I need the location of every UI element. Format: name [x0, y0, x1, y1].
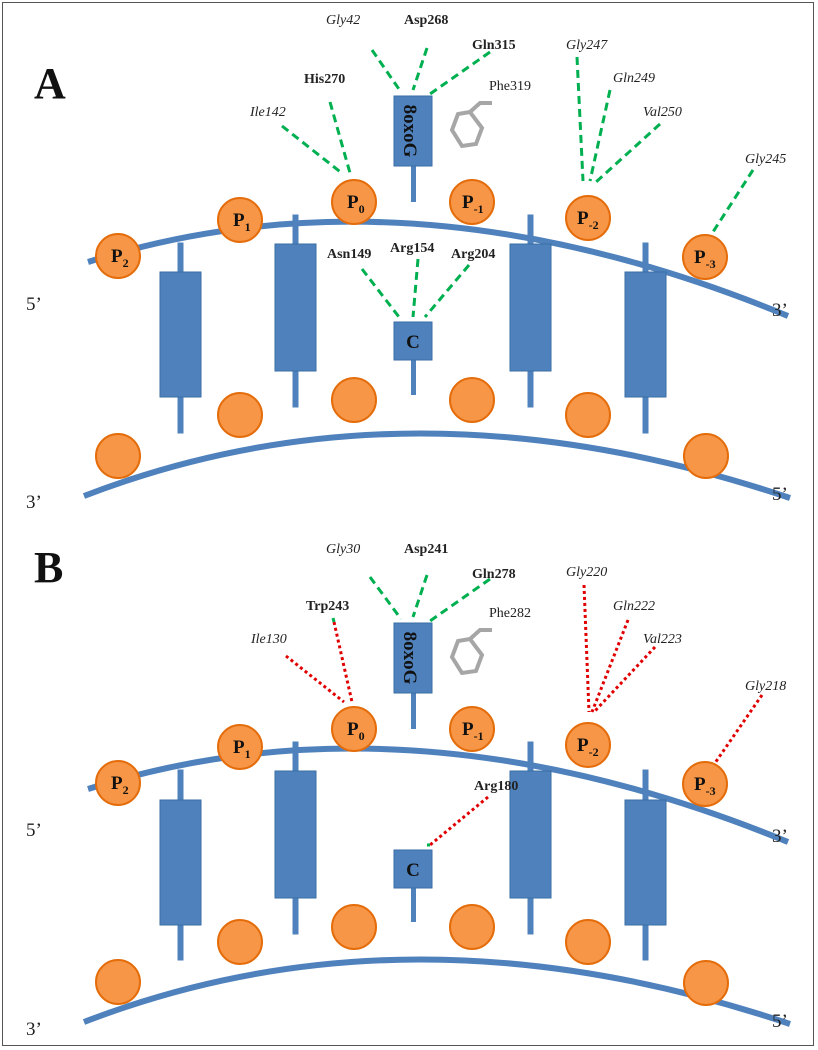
end-label: 5’ [772, 484, 788, 505]
residue-label: Gly30 [326, 542, 360, 557]
phosphate-p1: P1 [217, 724, 263, 770]
panel-label: A [34, 59, 66, 108]
end-label: 5’ [26, 294, 42, 315]
phosphate-p1: P1 [217, 197, 263, 243]
svg-text:P-3: P-3 [694, 774, 716, 798]
residue-label: Val250 [643, 105, 682, 120]
residue-label: Asp268 [404, 13, 448, 28]
residue-label: Trp243 [306, 599, 349, 614]
phosphate-bottom-strand [95, 377, 729, 479]
bottom-strand-backbone [82, 430, 791, 501]
contact-lines [281, 47, 755, 318]
residue-label: Asp241 [404, 542, 448, 557]
residue-label: Gly247 [566, 38, 608, 53]
cytosine-label: C [406, 860, 420, 881]
phosphate-p-1: P-1 [449, 179, 495, 225]
phenylalanine-ring-icon [449, 628, 492, 676]
residue-label: His270 [304, 72, 345, 87]
svg-text:P-1: P-1 [462, 719, 484, 743]
end-label: 3’ [772, 300, 788, 321]
phosphate-bottom-strand [95, 904, 729, 1006]
residue-label: Gly42 [326, 13, 360, 28]
8oxog-label: 8oxoG [399, 105, 420, 158]
end-label: 3’ [26, 492, 42, 513]
phosphate-p-3: P-3 [682, 234, 728, 280]
end-label: 3’ [772, 826, 788, 847]
phosphate-p2: P2 [95, 760, 141, 806]
residue-phe: Phe319 [489, 79, 531, 94]
svg-text:P-2: P-2 [577, 208, 599, 232]
residue-label: Ile130 [250, 632, 287, 647]
top-strand-backbone [87, 218, 790, 319]
contact-tips [331, 617, 430, 847]
residue-label: Arg204 [451, 247, 495, 262]
residue-label: Arg180 [474, 779, 518, 794]
svg-text:P-3: P-3 [694, 247, 716, 271]
8oxog-base [393, 622, 433, 694]
svg-text:P2: P2 [111, 246, 129, 270]
residue-label: Gln315 [472, 38, 516, 53]
svg-text:P1: P1 [233, 737, 251, 761]
residue-label: Ile142 [249, 105, 286, 120]
end-label: 5’ [772, 1011, 788, 1032]
phosphate-p-3: P-3 [682, 761, 728, 807]
residue-label: Val223 [643, 632, 682, 647]
end-label: 5’ [26, 820, 42, 841]
8oxog-label: 8oxoG [399, 632, 420, 685]
phenylalanine-ring-icon [449, 101, 492, 149]
residue-label: Gln249 [613, 71, 655, 86]
cytosine-base [393, 849, 433, 889]
residue-label: Gln278 [472, 567, 516, 582]
phosphate-p0: P0 [331, 179, 377, 225]
contact-lines-lost [285, 584, 764, 847]
contact-lines-retained [368, 574, 491, 623]
residue-label: Gln222 [613, 599, 655, 614]
8oxog-base [393, 95, 433, 167]
panel-label: B [34, 543, 63, 592]
base-pair-rungs [159, 741, 667, 961]
phosphate-top-strand: P2 P1 P0 P-1 P-2 P-3 [95, 179, 728, 280]
residue-phe: Phe282 [489, 606, 531, 621]
phosphate-p2: P2 [95, 233, 141, 279]
base-pair-rungs [159, 214, 667, 434]
residue-label: Asn149 [327, 247, 371, 262]
phosphate-p0: P0 [331, 706, 377, 752]
top-strand-backbone [87, 745, 790, 845]
svg-text:P0: P0 [347, 192, 365, 216]
phosphate-p-2: P-2 [565, 722, 611, 768]
phosphate-p-1: P-1 [449, 706, 495, 752]
bottom-strand-backbone [82, 956, 791, 1027]
svg-text:P0: P0 [347, 719, 365, 743]
residue-label: Gly218 [745, 679, 786, 694]
residue-label: Gly245 [745, 152, 786, 167]
svg-text:P2: P2 [111, 773, 129, 797]
cytosine-base [393, 321, 433, 361]
svg-text:P-2: P-2 [577, 735, 599, 759]
svg-text:P1: P1 [233, 210, 251, 234]
phosphate-p-2: P-2 [565, 195, 611, 241]
residue-label: Arg154 [390, 241, 434, 256]
panel-a: A 8oxoG C Phe319 [26, 13, 791, 513]
residue-label: Gly220 [566, 565, 607, 580]
panel-b: B 8oxoG C Phe282 [26, 542, 791, 1040]
cytosine-label: C [406, 332, 420, 353]
svg-text:P-1: P-1 [462, 192, 484, 216]
phosphate-top-strand: P2 P1 P0 P-1 P-2 P-3 [95, 706, 728, 807]
end-label: 3’ [26, 1019, 42, 1040]
